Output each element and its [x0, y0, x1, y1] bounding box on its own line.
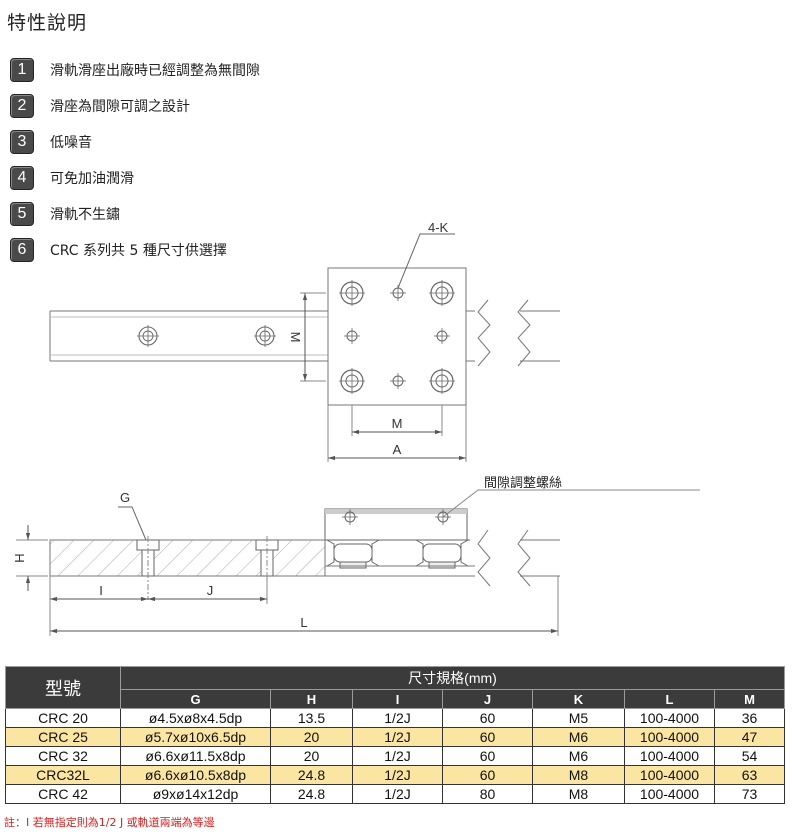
label-g: G: [120, 490, 130, 505]
side-view: 間隙調整螺絲: [12, 476, 700, 636]
label-4k: 4-K: [428, 220, 449, 235]
cell-j: 80: [442, 784, 533, 804]
cell-l: 100-4000: [624, 727, 715, 747]
feature-item: 6 CRC 系列共 5 種尺寸供選擇: [10, 238, 227, 262]
label-m-vertical: M: [288, 332, 303, 343]
table-row: CRC 20 ø4.5xø8x4.5dp 13.5 1/2J 60 M5 100…: [5, 708, 785, 728]
table-row: CRC32L ø6.6xø10.5x8dp 24.8 1/2J 60 M8 10…: [5, 765, 785, 785]
cell-i: 1/2J: [352, 746, 443, 766]
carriage-top: [327, 267, 467, 406]
rail-mount-hole: [136, 324, 160, 348]
cell-j: 60: [442, 765, 533, 785]
cell-h: 20: [270, 727, 353, 747]
feature-item: 2 滑座為間隙可調之設計: [10, 94, 190, 118]
cell-j: 60: [442, 708, 533, 728]
feature-number-badge: 2: [10, 94, 34, 118]
feature-number-badge: 5: [10, 202, 34, 226]
header-l: L: [624, 689, 715, 709]
label-m-horizontal: M: [392, 416, 403, 431]
cell-model: CRC32L: [5, 765, 121, 785]
header-model: 型號: [5, 666, 121, 709]
cell-model: CRC 42: [5, 784, 121, 804]
rail-counterbore-hole: [136, 536, 160, 600]
feature-number-badge: 1: [10, 58, 34, 82]
rail-mount-hole: [253, 324, 277, 348]
feature-text: 滑座為間隙可調之設計: [50, 99, 190, 115]
cell-j: 60: [442, 727, 533, 747]
footnote: 註：I 若無指定則為1/2 J 或軌道兩端為等邊: [4, 816, 215, 829]
cell-g: ø6.6xø10.5x8dp: [120, 765, 271, 785]
feature-text: 滑軌不生鏽: [50, 207, 120, 223]
cell-m: 73: [714, 784, 785, 804]
cell-model: CRC 32: [5, 746, 121, 766]
cell-l: 100-4000: [624, 708, 715, 728]
feature-item: 4 可免加油潤滑: [10, 166, 134, 190]
cell-m: 63: [714, 765, 785, 785]
cell-k: M8: [532, 784, 625, 804]
feature-text: CRC 系列共 5 種尺寸供選擇: [50, 243, 227, 259]
cell-model: CRC 25: [5, 727, 121, 747]
label-adjust-screw: 間隙調整螺絲: [484, 476, 562, 491]
cell-j: 60: [442, 746, 533, 766]
rail-top: [49, 299, 560, 367]
cell-model: CRC 20: [5, 708, 121, 728]
label-l: L: [300, 615, 307, 630]
feature-number-badge: 4: [10, 166, 34, 190]
feature-text: 低噪音: [50, 135, 92, 151]
feature-number-badge: 6: [10, 238, 34, 262]
rail-section: [49, 539, 326, 577]
cell-m: 47: [714, 727, 785, 747]
cell-i: 1/2J: [352, 765, 443, 785]
cell-i: 1/2J: [352, 784, 443, 804]
table-row: CRC 25 ø5.7xø10x6.5dp 20 1/2J 60 M6 100-…: [5, 727, 785, 747]
roller: [326, 539, 380, 569]
rail-counterbore-hole: [255, 536, 279, 580]
cell-g: ø5.7xø10x6.5dp: [120, 727, 271, 747]
label-h: H: [12, 553, 27, 562]
table-row: CRC 42 ø9xø14x12dp 24.8 1/2J 80 M8 100-4…: [5, 784, 785, 804]
feature-item: 1 滑軌滑座出廠時已經調整為無間隙: [10, 58, 260, 82]
cell-g: ø9xø14x12dp: [120, 784, 271, 804]
cell-k: M6: [532, 746, 625, 766]
header-i: I: [352, 689, 443, 709]
feature-text: 滑軌滑座出廠時已經調整為無間隙: [50, 63, 260, 79]
cell-i: 1/2J: [352, 708, 443, 728]
feature-item: 3 低噪音: [10, 130, 92, 154]
cell-l: 100-4000: [624, 765, 715, 785]
cell-l: 100-4000: [624, 784, 715, 804]
header-j: J: [442, 689, 533, 709]
cell-h: 20: [270, 746, 353, 766]
feature-text: 可免加油潤滑: [50, 171, 134, 187]
cell-m: 36: [714, 708, 785, 728]
cell-h: 24.8: [270, 784, 353, 804]
feature-number-badge: 3: [10, 130, 34, 154]
label-a: A: [393, 442, 402, 457]
cell-k: M8: [532, 765, 625, 785]
label-i: I: [99, 583, 103, 598]
cell-m: 54: [714, 746, 785, 766]
cell-k: M5: [532, 708, 625, 728]
spec-table: 型號 尺寸規格(mm) G H I J K L M CRC 20 ø4.5xø8…: [5, 666, 785, 804]
cell-g: ø4.5xø8x4.5dp: [120, 708, 271, 728]
cell-g: ø6.6xø11.5x8dp: [120, 746, 271, 766]
header-g: G: [120, 689, 271, 709]
cell-i: 1/2J: [352, 727, 443, 747]
cell-h: 24.8: [270, 765, 353, 785]
header-dimensions: 尺寸規格(mm): [120, 666, 785, 690]
header-m: M: [714, 689, 785, 709]
cell-h: 13.5: [270, 708, 353, 728]
page-title: 特性說明: [7, 12, 88, 34]
cell-k: M6: [532, 727, 625, 747]
header-k: K: [532, 689, 625, 709]
top-view: 4-K M M A: [49, 220, 560, 462]
cell-l: 100-4000: [624, 746, 715, 766]
roller: [415, 539, 469, 569]
table-row: CRC 32 ø6.6xø11.5x8dp 20 1/2J 60 M6 100-…: [5, 746, 785, 766]
label-j: J: [207, 583, 214, 598]
technical-drawing: 4-K M M A 間隙調整螺絲: [12, 220, 700, 636]
feature-item: 5 滑軌不生鏽: [10, 202, 120, 226]
header-h: H: [270, 689, 353, 709]
